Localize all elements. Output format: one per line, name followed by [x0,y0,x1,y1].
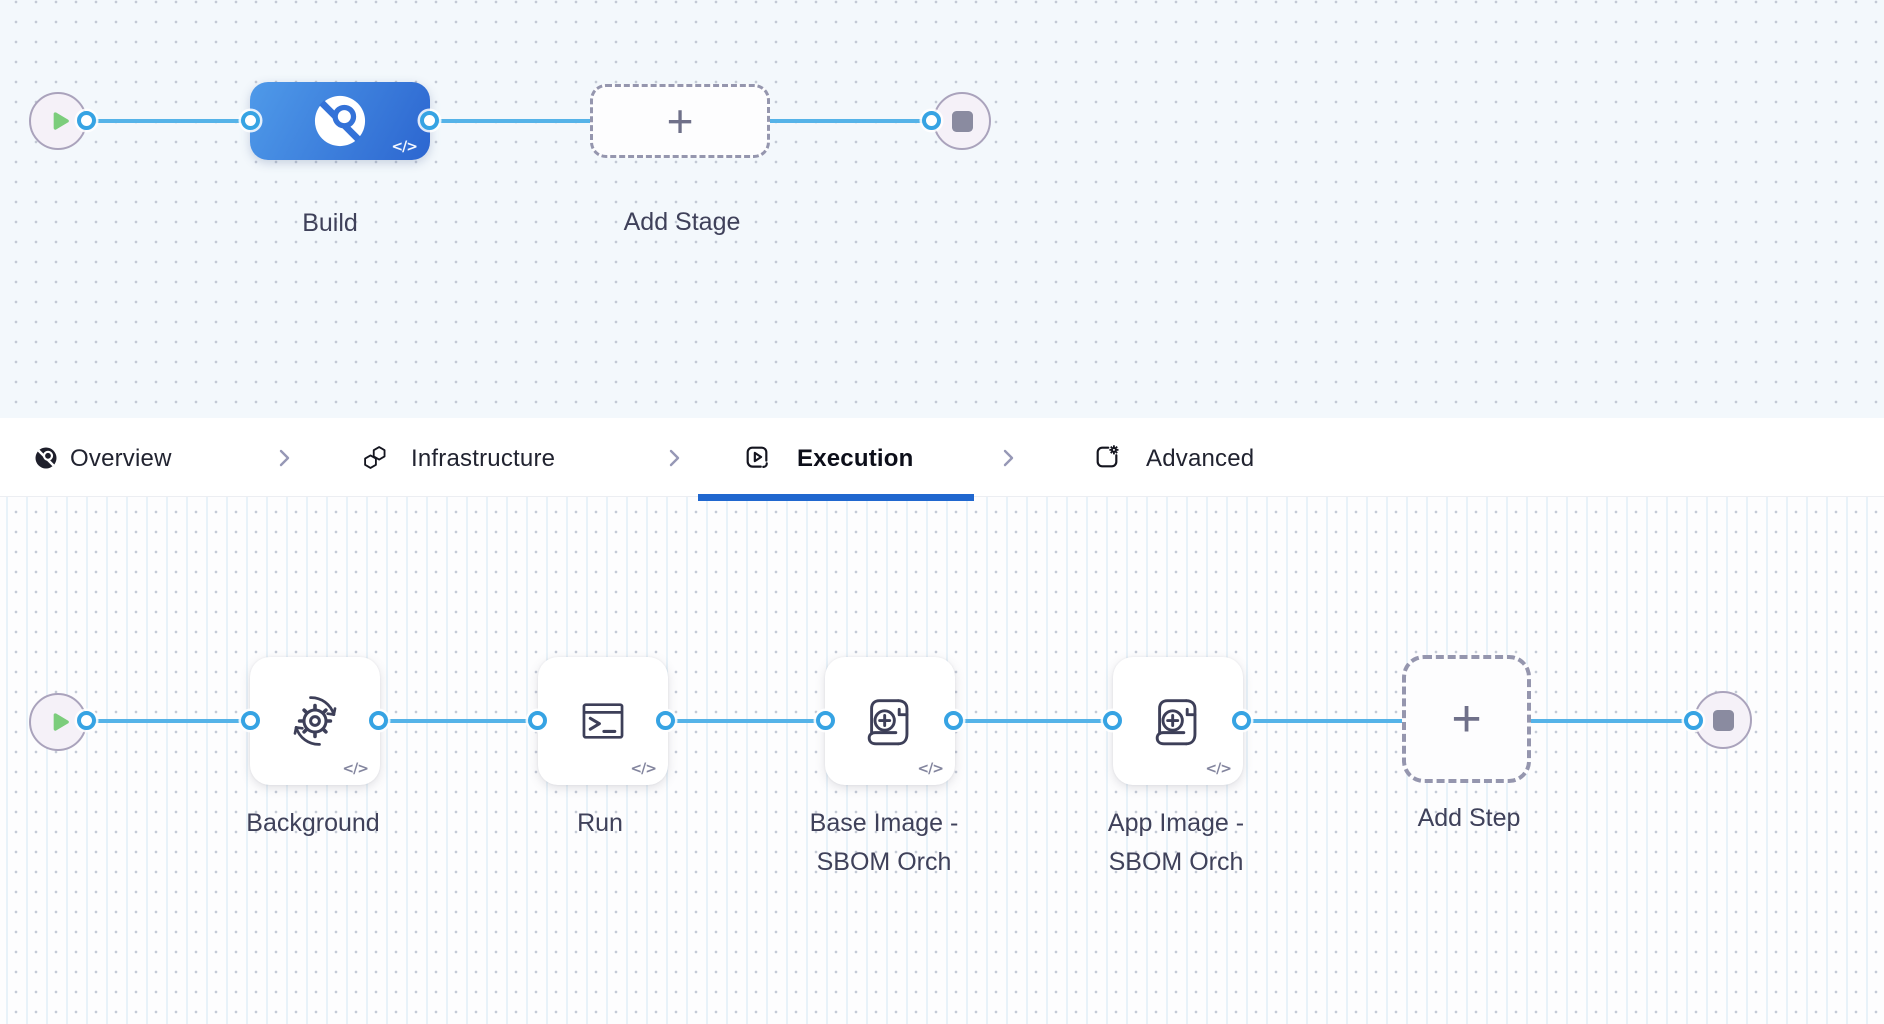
stage-config-tab-bar: Overview Infrastructure Execution [0,418,1884,497]
tab-infrastructure[interactable]: Infrastructure [411,445,556,472]
connector-port[interactable] [816,711,835,730]
connector-port[interactable] [922,111,941,130]
tab-execution[interactable]: Execution [797,445,914,472]
background-step-icon [293,696,337,746]
connector-port[interactable] [77,711,96,730]
connector-port[interactable] [420,111,439,130]
connector-port[interactable] [1103,711,1122,730]
connector-port[interactable] [1684,711,1703,730]
add-stage-node[interactable]: + [590,84,770,158]
add-step-node[interactable]: + [1402,655,1531,783]
step-node-run[interactable]: </> [538,657,668,785]
connector-port[interactable] [1232,711,1251,730]
connector-port[interactable] [528,711,547,730]
step-label-app-image-line1: App Image - [1107,809,1245,837]
step-label-run: Run [577,809,623,837]
run-step-icon [582,703,624,739]
step-node-base-image-sbom-orch[interactable]: </> [825,657,955,785]
step-node-app-image-sbom-orch[interactable]: </> [1113,657,1243,785]
pipeline-overview-icon [34,446,58,475]
tab-advanced[interactable]: Advanced [1146,445,1255,472]
sbom-step-icon [867,699,909,746]
yaml-code-icon: </> [917,761,944,777]
connector-port[interactable] [369,711,388,730]
connector-port[interactable] [656,711,675,730]
play-icon [53,713,69,731]
yaml-code-icon: </> [630,761,657,777]
stage-node-build[interactable]: </> [250,82,430,160]
yaml-code-icon: </> [391,139,418,155]
step-label-base-image-line2: SBOM Orch [816,848,952,876]
sbom-step-icon [1155,699,1197,746]
stage-canvas[interactable] [0,0,1884,418]
add-stage-label: Add Stage [623,208,741,236]
yaml-code-icon: </> [342,761,369,777]
connector-port[interactable] [241,711,260,730]
build-ci-icon [314,95,366,147]
yaml-code-icon: </> [1205,761,1232,777]
tab-overview[interactable]: Overview [70,445,172,472]
step-label-base-image-line1: Base Image - [809,809,959,837]
plus-icon: + [666,95,694,147]
stage-label-build: Build [302,209,358,237]
add-step-label: Add Step [1417,804,1521,832]
step-label-background: Background [246,809,380,837]
stage-edge [87,119,932,123]
plus-icon: + [1451,690,1482,748]
chevron-right-icon [997,447,1019,474]
stop-icon [951,110,973,132]
chevron-right-icon [663,447,685,474]
execution-icon [744,444,770,475]
connector-port[interactable] [241,111,260,130]
play-icon [53,112,69,130]
step-node-background[interactable]: </> [250,657,380,785]
chevron-right-icon [273,447,295,474]
connector-port[interactable] [944,711,963,730]
pipeline-end-node [933,92,991,150]
step-label-app-image-line2: SBOM Orch [1108,848,1244,876]
advanced-icon [1094,444,1120,475]
infrastructure-icon [361,444,388,476]
connector-port[interactable] [77,111,96,130]
stop-icon [1712,709,1734,731]
active-tab-underline [698,494,974,501]
